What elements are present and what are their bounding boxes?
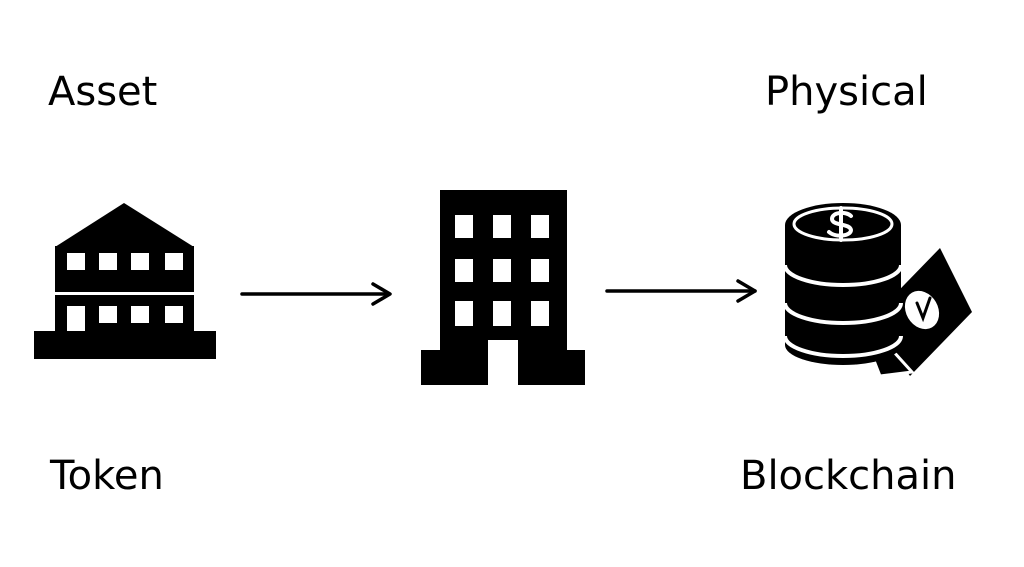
label-physical: Physical [765, 69, 928, 115]
label-asset: Asset [48, 69, 158, 115]
house-icon [34, 203, 216, 359]
arrow-right-1 [240, 282, 392, 306]
label-blockchain: Blockchain [740, 453, 957, 499]
coin-stack-icon [783, 203, 903, 365]
dollar-sign-icon [827, 206, 854, 242]
office-building-icon [421, 190, 585, 385]
arrow-right-2 [605, 279, 757, 303]
label-token: Token [50, 453, 164, 499]
